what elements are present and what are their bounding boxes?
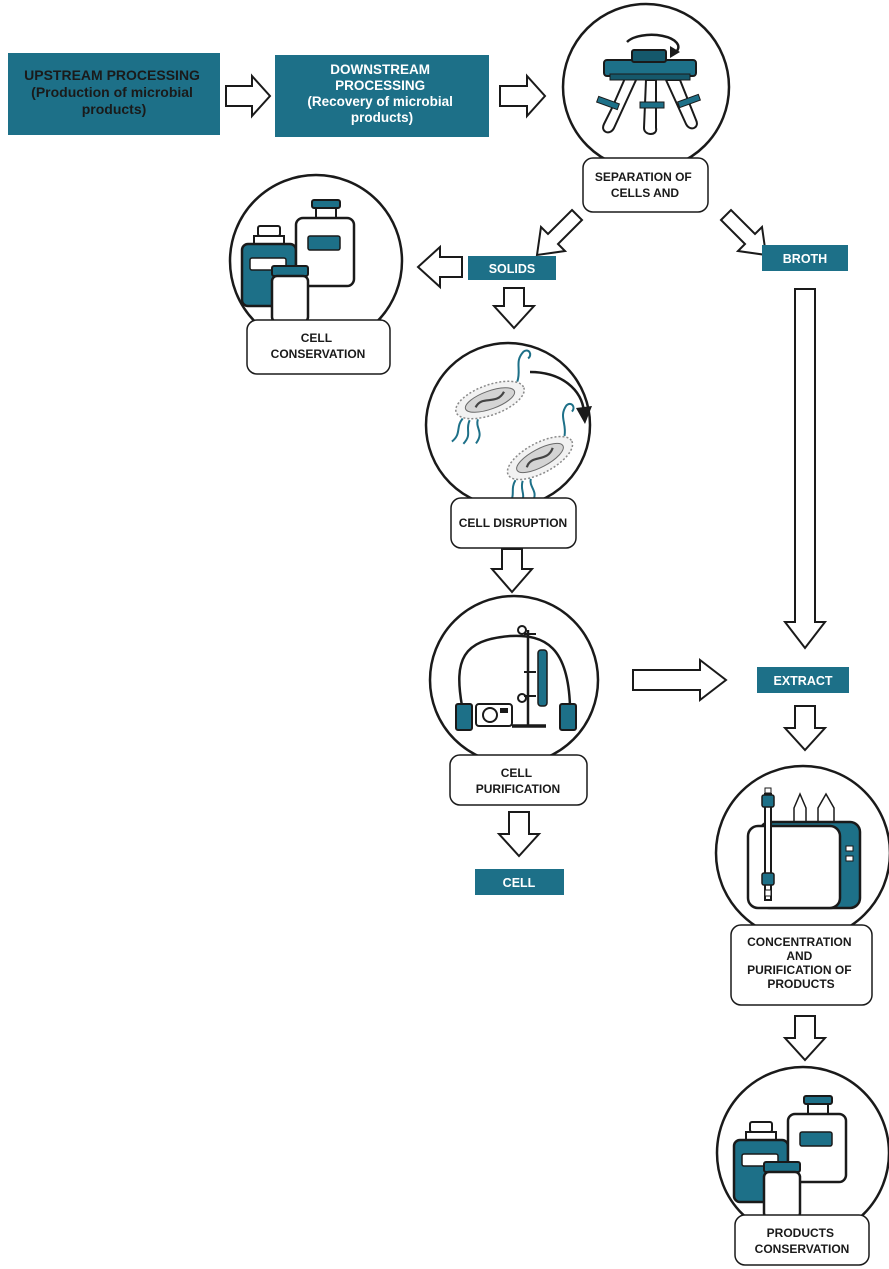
separation-line-1: SEPARATION OF	[595, 170, 692, 184]
svg-text:CELL CONSERVATION: CELL CONSERVATION	[271, 331, 366, 361]
concentration-line-2: AND	[786, 949, 812, 963]
arrow-separation-to-broth	[719, 208, 768, 257]
products-conservation-line-2: CONSERVATION	[755, 1242, 850, 1256]
svg-text:UPSTREAM PROCESSING (Pro: UPSTREAM PROCESSING (Production of micro…	[24, 67, 204, 117]
concentration-line-4: PRODUCTS	[767, 977, 834, 991]
separation-line-2: CELLS AND	[611, 186, 680, 200]
svg-text:BROTH: BROTH	[783, 252, 827, 266]
concentration-line-3: PURIFICATION OF	[747, 963, 851, 977]
downstream-line-3: (Recovery of microbial	[307, 94, 453, 109]
chromatography-setup-icon	[455, 625, 577, 731]
arrow-concentration-to-products	[782, 1015, 828, 1062]
products-conservation-line-1: PRODUCTS	[767, 1226, 834, 1240]
arrow-disruption-to-purification	[489, 548, 535, 594]
concentration-line-1: CONCENTRATION	[747, 935, 851, 949]
rotation-arrow-icon	[529, 370, 586, 413]
solids-tag: SOLIDS	[468, 256, 556, 280]
centrifuge-icon	[595, 33, 702, 135]
arrow-solids-to-disruption	[491, 287, 537, 330]
arrow-purification-to-extract	[632, 657, 728, 703]
upstream-line-1: UPSTREAM PROCESSING	[24, 67, 200, 83]
svg-text:EXTRACT: EXTRACT	[773, 674, 832, 688]
cell-purification-stage: CELL PURIFICATION	[428, 594, 600, 806]
svg-text:DOWNSTREAM PROCESSING: DOWNSTREAM PROCESSING (Recovery of micro…	[307, 62, 456, 125]
arrow-upstream-to-downstream	[225, 73, 272, 119]
upstream-line-2: (Production of microbial	[31, 84, 193, 100]
arrow-broth-to-extract	[782, 288, 828, 650]
downstream-line-2: PROCESSING	[335, 78, 425, 93]
bacteria-icon	[430, 348, 606, 515]
svg-text:CELL PURIFICATION: CELL PURIFICATION	[476, 766, 560, 796]
separation-stage: SEPARATION OF CELLS AND	[561, 2, 731, 213]
downstream-line-4: products)	[351, 110, 413, 125]
cell-conservation-line-1: CELL	[301, 331, 332, 345]
rotation-arrow-icon	[626, 33, 680, 53]
arrow-separation-to-solids	[535, 208, 584, 257]
products-conservation-stage: PRODUCTS CONSERVATION	[715, 1065, 889, 1266]
upstream-processing-box: UPSTREAM PROCESSING (Production of micro…	[8, 53, 220, 135]
cell-conservation-line-2: CONSERVATION	[271, 347, 366, 361]
purification-device-icon	[746, 787, 862, 910]
cell-disruption-label: CELL DISRUPTION	[459, 516, 567, 530]
svg-text:SEPARATION OF CELLS AND: SEPARATION OF CELLS AND	[595, 170, 695, 200]
svg-text:CELL: CELL	[503, 876, 536, 890]
arrow-extract-to-concentration	[782, 705, 828, 752]
cell-tag: CELL	[475, 869, 564, 895]
broth-tag: BROTH	[762, 245, 848, 271]
cell-purification-line-2: PURIFICATION	[476, 782, 560, 796]
downstream-line-1: DOWNSTREAM	[330, 62, 430, 77]
arrow-downstream-to-separation	[499, 73, 547, 119]
cell-conservation-stage: CELL CONSERVATION	[228, 173, 404, 375]
upstream-line-3: products)	[82, 101, 147, 117]
extract-tag: EXTRACT	[757, 667, 849, 693]
svg-text:PRODUCTS CONSERVATION: PRODUCTS CONSERVATION	[755, 1226, 850, 1256]
concentration-stage: CONCENTRATION AND PURIFICATION OF PRODUC…	[714, 764, 889, 1006]
arrow-solids-to-conservation	[416, 244, 463, 290]
arrow-purification-to-cell	[496, 811, 542, 858]
downstream-processing-box: DOWNSTREAM PROCESSING (Recovery of micro…	[275, 55, 489, 137]
cell-purification-line-1: CELL	[501, 766, 532, 780]
cell-disruption-stage: CELL DISRUPTION	[424, 341, 606, 549]
svg-text:SOLIDS: SOLIDS	[489, 262, 536, 276]
svg-text:CONCENTRATION AND: CONCENTRATION AND PURIFICATION OF PRODUC…	[747, 935, 855, 991]
